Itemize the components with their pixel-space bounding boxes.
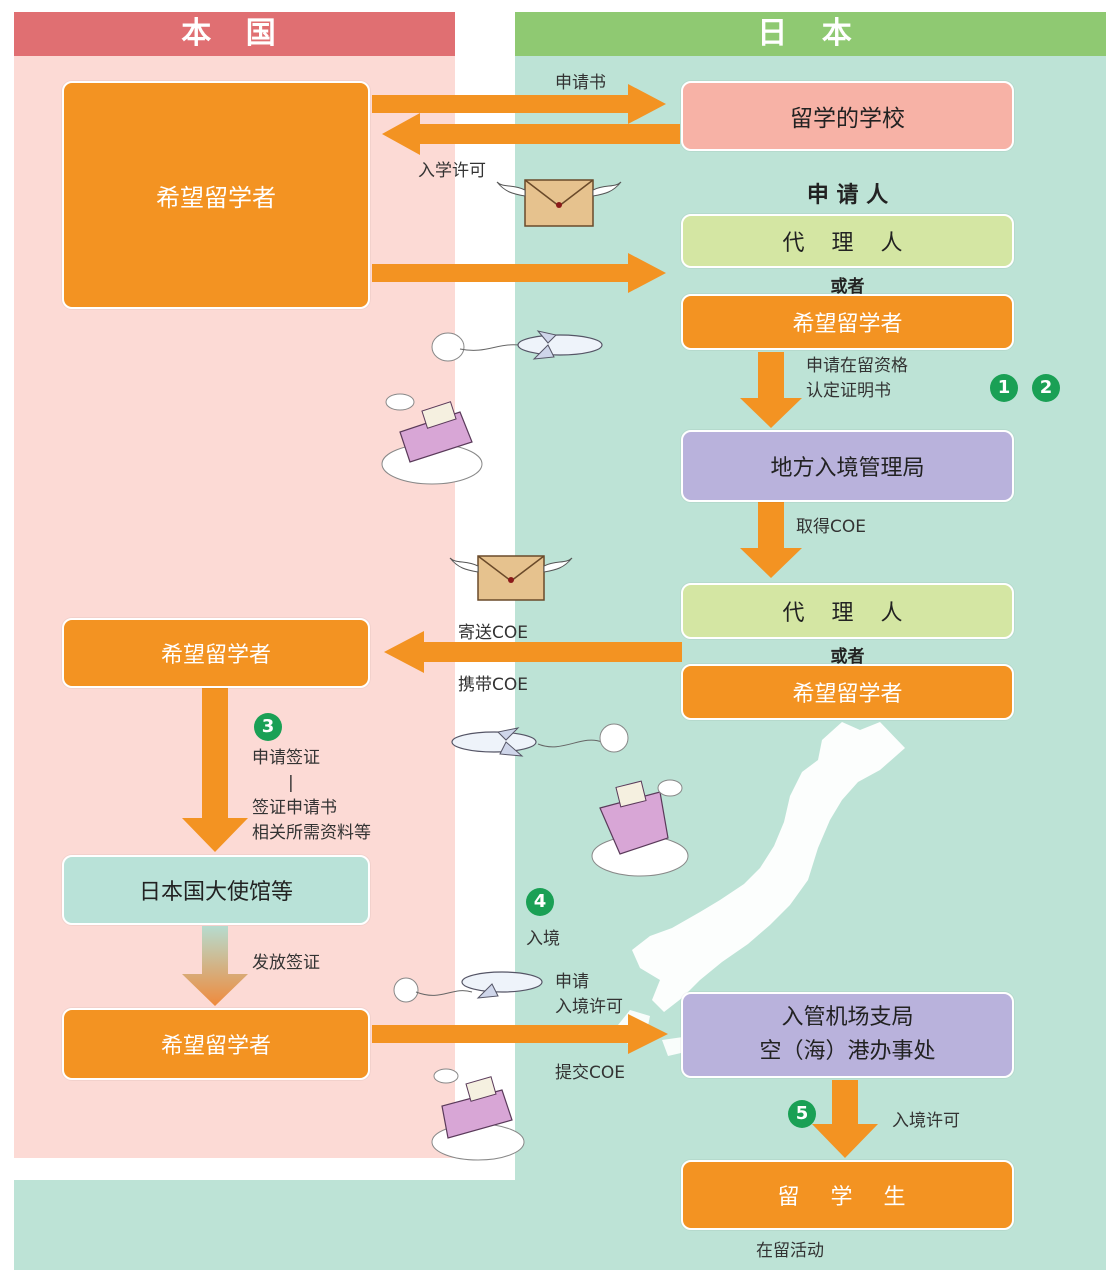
applicant-home-box: 希望留学者 <box>62 81 370 309</box>
apply-coe-line1: 申请在留资格 <box>806 356 908 376</box>
visa-form-label: 签证申请书 <box>252 798 337 818</box>
airplane-icon-3 <box>393 971 543 1003</box>
arrow-obtain-coe <box>740 502 802 578</box>
airport-office-line1: 入管机场支局 <box>781 1005 914 1030</box>
ship-icon <box>381 393 483 485</box>
airport-office-box: 入管机场支局 空（海）港办事处 <box>681 992 1014 1078</box>
envelope-icon-2 <box>449 555 573 601</box>
agent-box-2: 代 理 人 <box>681 583 1014 639</box>
entry-label: 入境 <box>526 929 560 949</box>
ship-icon-3 <box>431 1068 525 1161</box>
applicant-home-box-2: 希望留学者 <box>62 618 370 688</box>
embassy-box: 日本国大使馆等 <box>62 855 370 925</box>
or-label: 或者 <box>830 277 865 297</box>
japan-map <box>632 722 905 1012</box>
arrow-application <box>372 84 666 124</box>
arrow-apply-coe <box>740 352 802 428</box>
visa-docs-label: 相关所需资料等 <box>252 823 371 843</box>
japan-header: 日 本 <box>515 12 1106 56</box>
arrow-coe-home <box>384 631 682 673</box>
step-badge-1: 1 <box>990 374 1018 402</box>
apply-coe-label: 申请在留资格 认定证明书 <box>806 354 908 404</box>
arrow-entry-permit <box>812 1080 878 1158</box>
arrow-issue-visa <box>182 926 248 1006</box>
home-header: 本 国 <box>14 12 455 56</box>
step-badge-4: 4 <box>526 888 554 916</box>
left-white-strip <box>0 0 14 1270</box>
arrow-to-agent <box>372 253 666 293</box>
envelope-icon <box>496 179 622 227</box>
apply-coe-line2: 认定证明书 <box>806 381 891 401</box>
or-label-2: 或者 <box>830 647 865 667</box>
apply-entry-label: 申请 入境许可 <box>555 970 623 1020</box>
applicant-japan-box: 希望留学者 <box>681 294 1014 350</box>
submit-coe-label: 提交COE <box>555 1063 625 1083</box>
applicant-japan-box-2: 希望留学者 <box>681 664 1014 720</box>
mail-coe-label: 寄送COE <box>458 623 528 643</box>
step-badge-5: 5 <box>788 1100 816 1128</box>
agent-box: 代 理 人 <box>681 214 1014 268</box>
airplane-icon-2 <box>451 723 629 757</box>
school-box: 留学的学校 <box>681 81 1014 151</box>
arrow-entry <box>372 1014 668 1054</box>
apply-visa-label: 申请签证 <box>252 748 320 768</box>
entry-permit-label: 入境许可 <box>892 1111 960 1131</box>
airplane-icon <box>431 330 603 362</box>
visa-application-label: 申请签证 | 签证申请书 相关所需资料等 <box>252 746 371 846</box>
top-white-strip <box>0 0 1106 12</box>
apply-entry-line1: 申请 <box>555 972 589 992</box>
obtain-coe-label: 取得COE <box>796 517 866 537</box>
step-badge-2: 2 <box>1032 374 1060 402</box>
applicant-home-box-3: 希望留学者 <box>62 1008 370 1080</box>
immigration-bureau-box: 地方入境管理局 <box>681 430 1014 502</box>
airport-office-line2: 空（海）港办事处 <box>759 1039 936 1064</box>
home-gap-lower <box>14 1158 455 1180</box>
applicant-label: 申 请 人 <box>806 183 889 208</box>
arrow-apply-visa <box>182 688 248 852</box>
student-box: 留 学 生 <box>681 1160 1014 1230</box>
issue-visa-label: 发放签证 <box>252 953 320 973</box>
arrow-admission <box>382 113 680 155</box>
step-badge-3: 3 <box>254 713 282 741</box>
visa-separator: | <box>288 773 294 793</box>
admission-permit-label: 入学许可 <box>418 161 486 181</box>
ship-icon-2 <box>591 779 689 877</box>
apply-entry-line2: 入境许可 <box>555 997 623 1017</box>
carry-coe-label: 携带COE <box>458 675 528 695</box>
residence-activity-label: 在留活动 <box>756 1241 824 1261</box>
application-form-label: 申请书 <box>555 73 606 93</box>
